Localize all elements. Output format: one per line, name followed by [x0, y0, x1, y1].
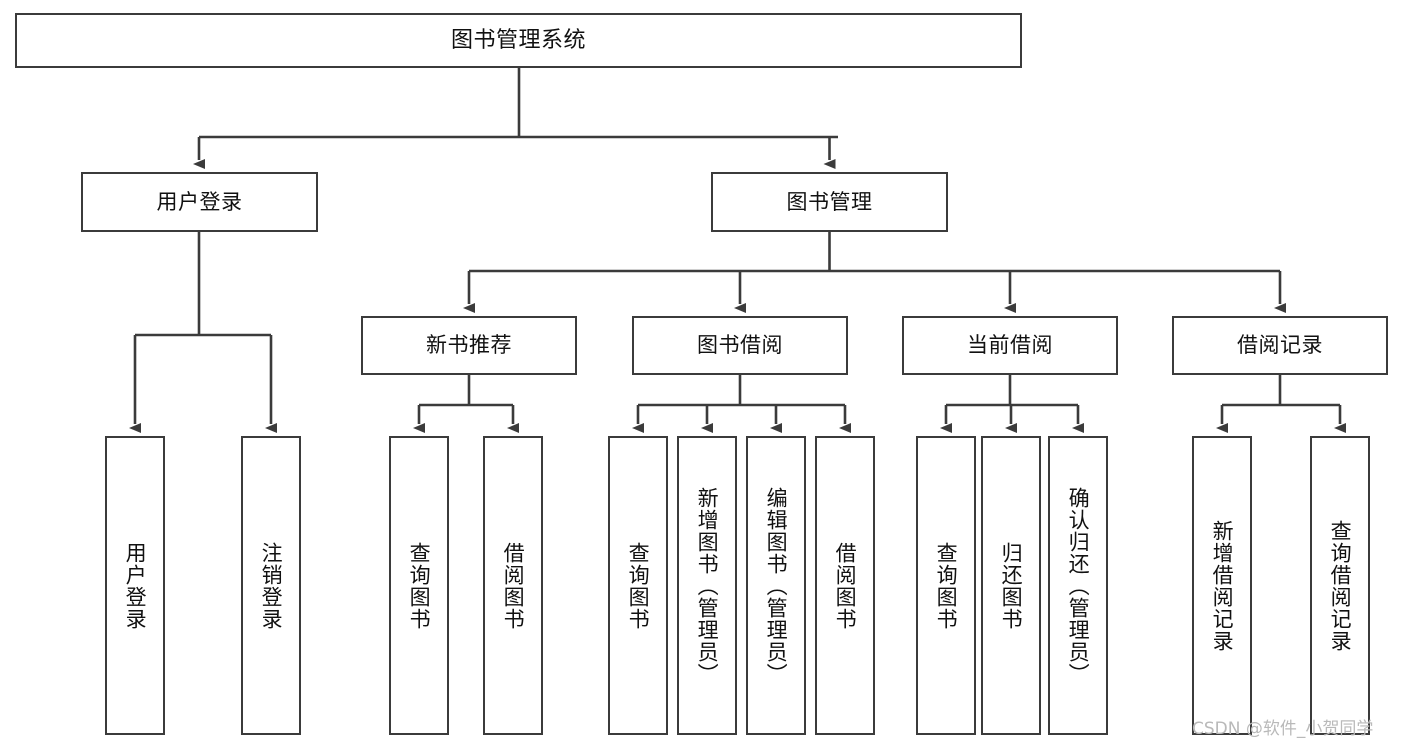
node-leaf-borrow-book-1[interactable]: 借阅图书 — [483, 436, 543, 735]
node-label: 图书管理系统 — [450, 27, 586, 53]
node-label: 注销登录 — [259, 541, 284, 630]
node-new-book-recommendation[interactable]: 新书推荐 — [361, 316, 577, 375]
node-label: 借阅记录 — [1237, 333, 1323, 358]
node-user-login[interactable]: 用户登录 — [81, 172, 318, 232]
node-root-book-management-system[interactable]: 图书管理系统 — [15, 13, 1022, 68]
node-label: 当前借阅 — [967, 333, 1053, 358]
node-label: 图书管理 — [786, 189, 873, 214]
node-label: 图书借阅 — [697, 333, 783, 358]
node-book-borrowing[interactable]: 图书借阅 — [632, 316, 848, 375]
node-leaf-confirm-return-admin[interactable]: 确认归还（管理员） — [1048, 436, 1108, 735]
node-leaf-add-book-admin[interactable]: 新增图书（管理员） — [677, 436, 737, 735]
node-label: 查询图书 — [407, 541, 432, 630]
node-label: 编辑图书（管理员） — [764, 486, 789, 685]
node-leaf-edit-book-admin[interactable]: 编辑图书（管理员） — [746, 436, 806, 735]
node-leaf-query-book-1[interactable]: 查询图书 — [389, 436, 449, 735]
node-label: 借阅图书 — [501, 541, 526, 630]
node-book-management[interactable]: 图书管理 — [711, 172, 948, 232]
node-label: 确认归还（管理员） — [1066, 486, 1091, 685]
node-label: 新增图书（管理员） — [695, 486, 720, 685]
node-label: 新书推荐 — [426, 333, 512, 358]
node-label: 新增借阅记录 — [1210, 519, 1235, 652]
node-leaf-user-login[interactable]: 用户登录 — [105, 436, 165, 735]
node-leaf-return-book[interactable]: 归还图书 — [981, 436, 1041, 735]
node-leaf-borrow-book-2[interactable]: 借阅图书 — [815, 436, 875, 735]
node-current-borrowing[interactable]: 当前借阅 — [902, 316, 1118, 375]
node-leaf-logout[interactable]: 注销登录 — [241, 436, 301, 735]
node-label: 归还图书 — [999, 541, 1024, 630]
node-leaf-add-borrow-record[interactable]: 新增借阅记录 — [1192, 436, 1252, 735]
node-label: 借阅图书 — [833, 541, 858, 630]
node-label: 用户登录 — [156, 189, 243, 214]
node-leaf-query-book-2[interactable]: 查询图书 — [608, 436, 668, 735]
csdn-watermark: CSDN @软件_小贺同学 — [1192, 719, 1374, 739]
node-leaf-query-borrow-record[interactable]: 查询借阅记录 — [1310, 436, 1370, 735]
node-label: 查询图书 — [934, 541, 959, 630]
node-borrowing-record[interactable]: 借阅记录 — [1172, 316, 1388, 375]
node-label: 查询借阅记录 — [1328, 519, 1353, 652]
node-label: 查询图书 — [626, 541, 651, 630]
node-label: 用户登录 — [123, 541, 148, 630]
node-leaf-query-book-3[interactable]: 查询图书 — [916, 436, 976, 735]
